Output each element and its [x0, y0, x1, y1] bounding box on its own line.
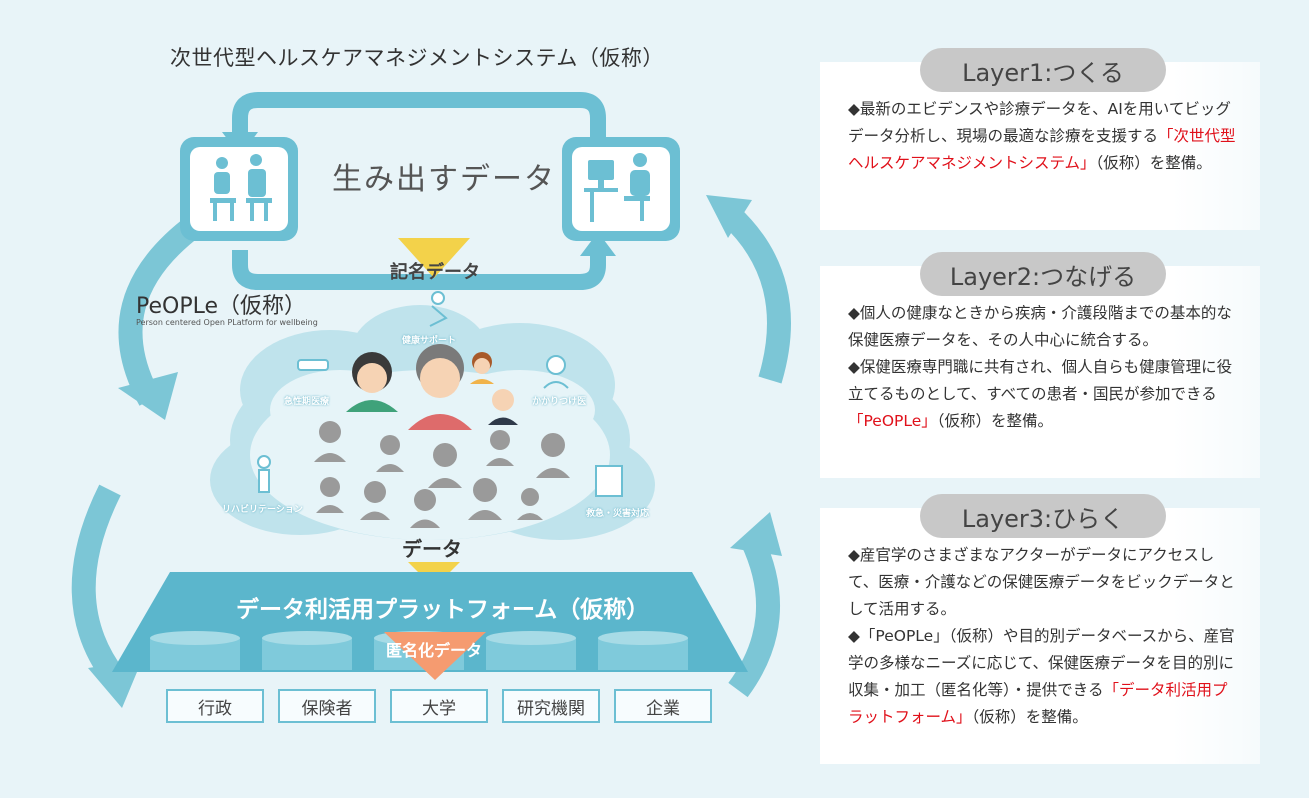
- layer2-title: Layer2:つなげる: [920, 252, 1166, 296]
- right-upper-curve-arrow: [721, 206, 791, 384]
- layer3-para-2-highlight: 「データ利活用プラットフォーム」: [848, 681, 1228, 726]
- org-box-insurer: 保険者: [278, 689, 376, 723]
- layer1-title: Layer1:つくる: [920, 48, 1166, 92]
- layer3-body: ◆産官学のさまざまなアクターがデータにアクセスして、医療・介護などの保健医療デー…: [848, 542, 1238, 731]
- computer-user-icon: [584, 153, 650, 222]
- layer3-title: Layer3:ひらく: [920, 494, 1166, 538]
- layer2-para-1-text: ◆個人の健康なときから疾病・介護段階までの基本的な保健医療データを、その人中心に…: [848, 304, 1232, 349]
- data-label: データ: [402, 537, 462, 561]
- role-health-support: 健康サポート: [402, 336, 457, 346]
- layer2-para-2-highlight: 「PeOPLe」: [848, 412, 937, 430]
- right-lower-curve-arrow: [728, 534, 780, 698]
- doctor-patient-icon: [210, 154, 272, 221]
- layer2-para-2: ◆保健医療専門職に共有され、個人自らも健康管理に役立てるものとして、すべての患者…: [848, 354, 1238, 435]
- people-subtitle: Person centered Open PLatform for wellbe…: [136, 318, 318, 327]
- layer3-panel: Layer3:ひらく ◆産官学のさまざまなアクターがデータにアクセスして、医療・…: [820, 494, 1260, 764]
- doctor-icon: [546, 355, 566, 375]
- anonymized-data-label: 匿名化データ: [386, 641, 483, 660]
- role-family-doctor: かかりつけ医: [532, 397, 587, 407]
- layer1-para-1-highlight: 「次世代型ヘルスケアマネジメントシステム」: [848, 127, 1236, 172]
- role-rehabilitation: リハビリテーション: [222, 505, 303, 515]
- layer3-para-1: ◆産官学のさまざまなアクターがデータにアクセスして、医療・介護などの保健医療デー…: [848, 542, 1238, 623]
- grey-people: [314, 421, 570, 528]
- org-box-administration: 行政: [166, 689, 264, 723]
- loop-arrowhead-right: [580, 232, 616, 256]
- named-data-funnel: [398, 238, 470, 278]
- hospital-icon: [595, 465, 623, 497]
- layer1-panel: Layer1:つくる ◆最新のエビデンスや診療データを、AIを用いてビッグデータ…: [820, 48, 1260, 230]
- featured-people: [346, 344, 518, 430]
- named-data-label: 記名データ: [390, 262, 480, 283]
- left-lower-curve-arrow: [71, 484, 125, 686]
- generated-data-label: 生み出すデータ: [332, 162, 556, 197]
- org-box-research: 研究機関: [502, 689, 600, 723]
- top-loop-arrow: [258, 92, 606, 140]
- left-upper-curve-arrow: [118, 215, 203, 406]
- org-box-university: 大学: [390, 689, 488, 723]
- people-title: PeOPLe（仮称）: [136, 294, 307, 319]
- org-box-company: 企業: [614, 689, 712, 723]
- layer1-para-1-text: ◆最新のエビデンスや診療データを、AIを用いてビッグデータ分析し、現場の最適な診…: [848, 100, 1231, 145]
- layer2-body: ◆個人の健康なときから疾病・介護段階までの基本的な保健医療データを、その人中心に…: [848, 300, 1238, 435]
- anon-data-funnel: [384, 632, 486, 680]
- layer3-para-1-text: ◆産官学のさまざまなアクターがデータにアクセスして、医療・介護などの保健医療デー…: [848, 546, 1235, 618]
- layer2-panel: Layer2:つなげる ◆個人の健康なときから疾病・介護段階までの基本的な保健医…: [820, 252, 1260, 478]
- stretcher-icon: [297, 359, 329, 371]
- layer3-para-2: ◆「PeOPLe」（仮称）や目的別データベースから、産官学の多様なニーズに応じて…: [848, 623, 1238, 731]
- bottom-loop-arrow: [232, 248, 606, 290]
- layer3-para-2-suffix: （仮称）を整備。: [971, 708, 1088, 726]
- runner-icon: [431, 291, 445, 305]
- platform-title: データ利活用プラットフォーム（仮称）: [236, 597, 650, 623]
- role-emergency: 救急・災害対応: [586, 509, 650, 519]
- layer1-body: ◆最新のエビデンスや診療データを、AIを用いてビッグデータ分析し、現場の最適な診…: [848, 96, 1238, 177]
- role-acute-care: 急性期医療: [284, 397, 330, 407]
- layer2-para-2-text: ◆保健医療専門職に共有され、個人自らも健康管理に役立てるものとして、すべての患者…: [848, 358, 1233, 403]
- layer2-para-1: ◆個人の健康なときから疾病・介護段階までの基本的な保健医療データを、その人中心に…: [848, 300, 1238, 354]
- layer2-para-2-suffix: （仮称）を整備。: [936, 412, 1054, 430]
- layer3-para-2-text: ◆「PeOPLe」（仮称）や目的別データベースから、産官学の多様なニーズに応じて…: [848, 627, 1235, 699]
- main-title: 次世代型ヘルスケアマネジメントシステム（仮称）: [170, 46, 664, 70]
- role-icons: [257, 291, 623, 497]
- layer1-para-1: ◆最新のエビデンスや診療データを、AIを用いてビッグデータ分析し、現場の最適な診…: [848, 96, 1238, 177]
- rehab-icon: [257, 455, 271, 469]
- layer1-para-1-suffix: （仮称）を整備。: [1095, 154, 1212, 172]
